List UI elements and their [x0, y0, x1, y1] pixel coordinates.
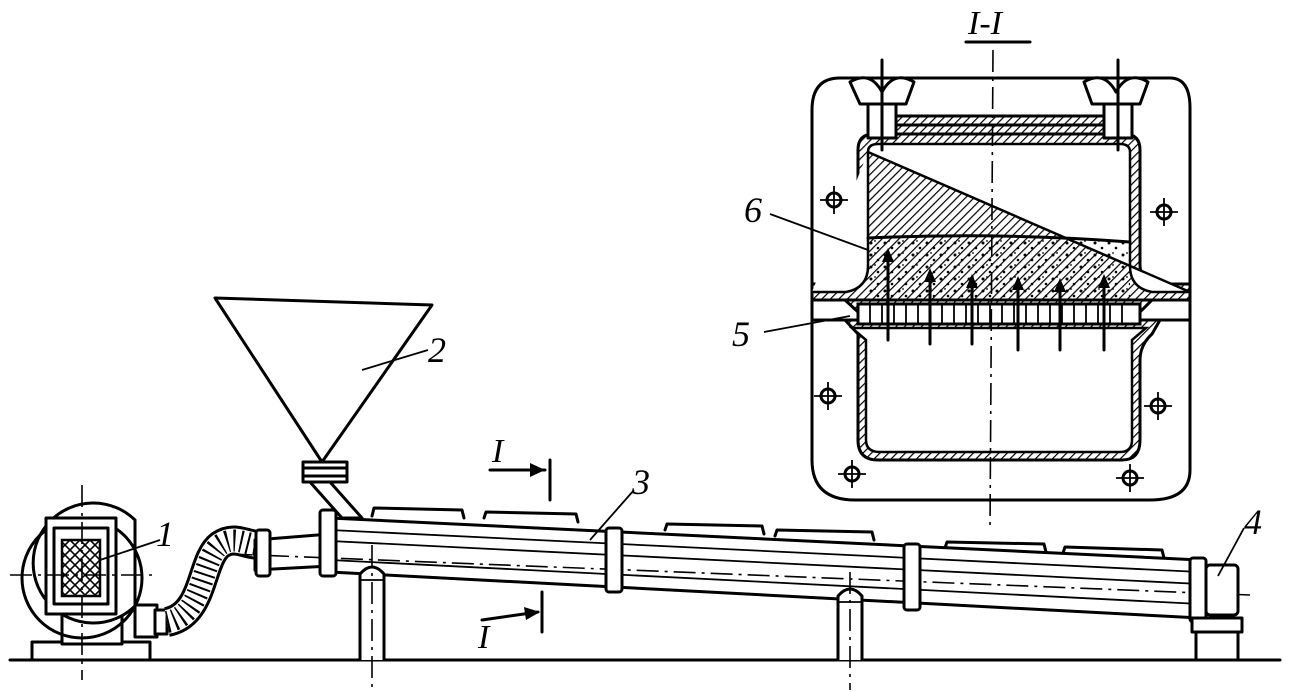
section-title-text: I-I: [967, 5, 1004, 42]
section-marker-lower: I: [477, 590, 544, 656]
label-grid: 5: [732, 314, 750, 354]
section-view: [810, 49, 1192, 531]
label-blower: 1: [156, 514, 174, 554]
flexible-hose: [162, 525, 262, 637]
pipe-support-left: [358, 545, 386, 690]
section-arrow-upper-label: I: [491, 433, 505, 470]
airflow-arrows: [882, 248, 1110, 352]
label-bed: 6: [744, 190, 762, 230]
section-arrow-lower-label: I: [477, 619, 491, 656]
hopper: [213, 296, 434, 520]
callouts: 1 2 3 4 5 6: [99, 190, 1262, 577]
label-hopper: 2: [428, 330, 446, 370]
end-unit: [1190, 563, 1244, 662]
section-marker-upper: I: [488, 433, 552, 502]
pipe-support-right: [836, 572, 864, 690]
label-pipe: 3: [631, 462, 650, 502]
blower: [10, 485, 169, 680]
section-title: I-I: [964, 5, 1032, 44]
label-end-unit: 4: [1244, 502, 1262, 542]
